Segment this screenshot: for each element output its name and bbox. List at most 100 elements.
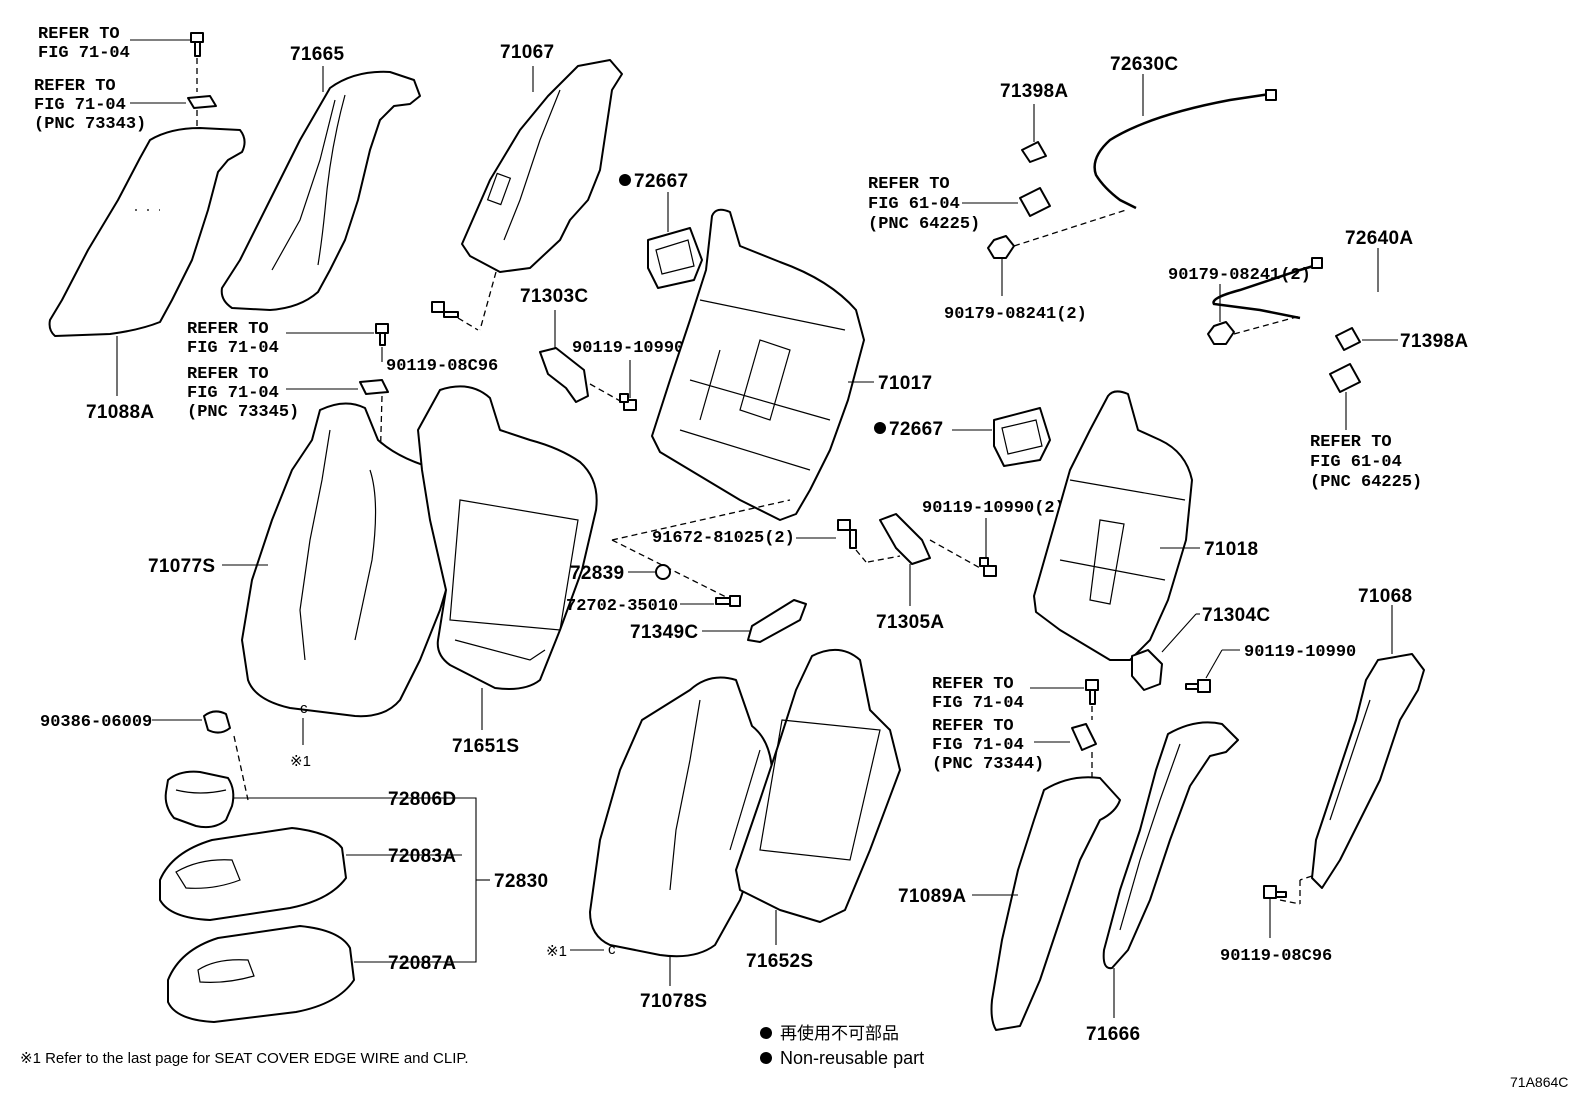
label-refer-6104-pnc64225-b: REFER TO FIG 61-04 (PNC 64225): [1310, 433, 1422, 492]
label-71089A: 71089A: [898, 886, 966, 907]
bolt-90119-10990-b: [1185, 679, 1211, 693]
label-90386-06009: 90386-06009: [40, 713, 152, 732]
label-refer-7104-b: REFER TO FIG 71-04: [187, 320, 279, 358]
label-90119-10990-2: 90119-10990(2): [922, 499, 1065, 518]
label-90179-08241-b: 90179-08241(2): [1168, 266, 1311, 285]
label-71666: 71666: [1086, 1024, 1140, 1045]
label-72087A: 72087A: [388, 953, 456, 974]
part-71303C-bracket: [539, 347, 589, 403]
label-71305A: 71305A: [876, 612, 944, 633]
label-72083A: 72083A: [388, 846, 456, 867]
label-90119-08C96-a: 90119-08C96: [386, 357, 498, 376]
label-71398A-a: 71398A: [1000, 81, 1068, 102]
non-reusable-dot-a: [619, 174, 631, 186]
label-71077S: 71077S: [148, 556, 215, 577]
label-72667-b: 72667: [889, 419, 943, 440]
label-71088A: 71088A: [86, 402, 154, 423]
diagram-code: 71A864C: [1510, 1074, 1568, 1090]
part-71398A-a: [1021, 141, 1047, 163]
bolt-90119-10990-a: [619, 393, 637, 411]
label-71665: 71665: [290, 44, 344, 65]
note-mark-2: ※1: [546, 943, 567, 960]
label-72667-a: 72667: [634, 171, 688, 192]
bolt-refer-7104-c: [1085, 679, 1099, 705]
legend-en: Non-reusable part: [780, 1048, 924, 1068]
non-reusable-dot-b: [874, 422, 886, 434]
label-72640A: 72640A: [1345, 228, 1413, 249]
label-90119-08C96-b: 90119-08C96: [1220, 947, 1332, 966]
part-71305A-bracket: [879, 513, 931, 565]
part-71304C-bracket: [1131, 649, 1163, 691]
part-71017-seatback-frame: [651, 208, 865, 521]
part-71349C: [747, 599, 807, 643]
label-71398A-b: 71398A: [1400, 331, 1468, 352]
part-71088A-pad: [48, 127, 246, 337]
label-72702-35010: 72702-35010: [566, 597, 678, 616]
label-refer-7104-a: REFER TO FIG 71-04: [38, 25, 130, 63]
label-refer-7104-pnc73343: REFER TO FIG 71-04 (PNC 73343): [34, 77, 146, 134]
legend-dot-en: [760, 1052, 772, 1064]
label-71068: 71068: [1358, 586, 1412, 607]
label-71304C: 71304C: [1202, 605, 1270, 626]
label-71303C: 71303C: [520, 286, 588, 307]
part-72839: [655, 564, 671, 580]
label-90179-08241-a: 90179-08241(2): [944, 305, 1087, 324]
clip-pnc-73345: [359, 379, 389, 395]
clip-pnc-73344: [1071, 723, 1097, 751]
label-refer-7104-pnc73344: REFER TO FIG 71-04 (PNC 73344): [932, 717, 1044, 774]
label-72839: 72839: [570, 563, 624, 584]
part-71665-panel: [220, 70, 421, 311]
clip-pnc-73343: [187, 95, 217, 109]
label-71652S: 71652S: [746, 951, 813, 972]
part-72667-a: [647, 227, 703, 289]
part-72667-b: [993, 407, 1051, 467]
nut-90179-08241-b: [1207, 321, 1235, 345]
part-71018-seatback-frame: [1033, 390, 1193, 661]
bolt-refer-7104-a: [190, 32, 204, 57]
label-90119-10990-b: 90119-10990: [1244, 643, 1356, 662]
bolt-90119-10990-2: [979, 557, 997, 577]
label-refer-7104-pnc73345: REFER TO FIG 71-04 (PNC 73345): [187, 365, 299, 422]
nut-90179-08241-a: [987, 235, 1015, 259]
clip-mark-2: c: [608, 941, 616, 958]
part-71398A-b: [1335, 327, 1361, 351]
clip-pnc-64225-a: [1019, 187, 1051, 217]
label-91672-81025: 91672-81025(2): [652, 529, 795, 548]
part-72640A-cable: [1212, 262, 1321, 320]
bolt-91672-81025: [837, 519, 857, 549]
bolt-refer-7104-b: [375, 323, 389, 346]
label-72630C: 72630C: [1110, 54, 1178, 75]
label-refer-7104-c: REFER TO FIG 71-04: [932, 675, 1024, 713]
part-71078S-seatback-cover: [589, 676, 773, 958]
label-refer-6104-pnc64225-a: REFER TO FIG 61-04 (PNC 64225): [868, 175, 980, 234]
clip-pnc-64225-b: [1329, 363, 1361, 393]
part-71666-panel: [1102, 721, 1239, 970]
label-71067: 71067: [500, 42, 554, 63]
label-72806D: 72806D: [388, 789, 456, 810]
legend-jp: 再使用不可部品: [780, 1023, 899, 1043]
note-mark-1: ※1: [290, 753, 311, 770]
label-71018: 71018: [1204, 539, 1258, 560]
legend-dot-jp: [760, 1027, 772, 1039]
part-90386-06009: [203, 710, 231, 734]
part-72806D-cupholder: [164, 770, 235, 829]
part-71068-side-bracket: [1311, 653, 1425, 889]
label-71017: 71017: [878, 373, 932, 394]
label-90119-10990-a: 90119-10990: [572, 339, 684, 358]
part-72087A-armrest-lower: [167, 925, 355, 1023]
bracket-72830: [462, 797, 477, 963]
label-71349C: 71349C: [630, 622, 698, 643]
part-71651S-seatback-pad: [417, 385, 598, 690]
part-72630C-cable: [1093, 92, 1271, 210]
footnote: ※1 Refer to the last page for SEAT COVER…: [20, 1050, 469, 1067]
label-71651S: 71651S: [452, 736, 519, 757]
part-71652S-seatback-pad: [735, 649, 901, 923]
bolt-90119-08C96-b: [1263, 885, 1287, 899]
label-72830: 72830: [494, 871, 548, 892]
label-71078S: 71078S: [640, 991, 707, 1012]
part-72083A-armrest: [159, 827, 347, 921]
screw-72702-35010: [715, 595, 741, 607]
part-71089A-pad: [990, 776, 1121, 1031]
